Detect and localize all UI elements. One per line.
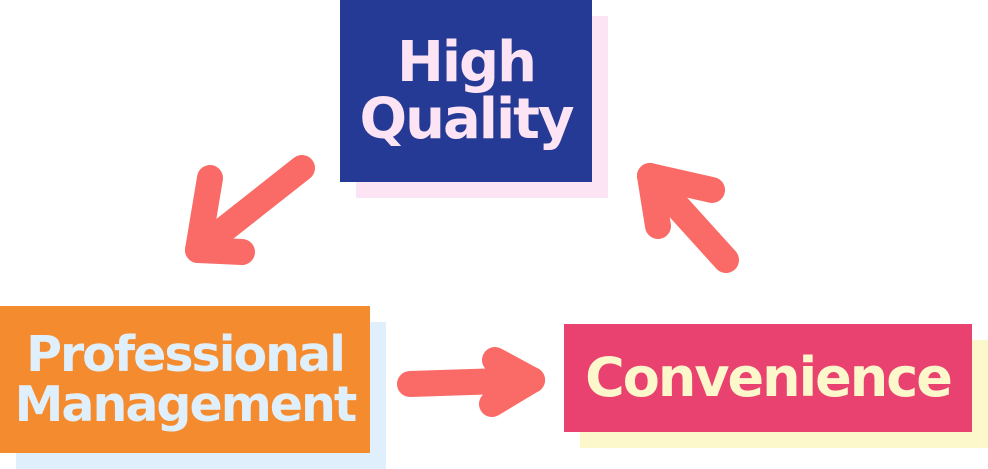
professional-management-line1: Professional — [26, 325, 346, 383]
professional-management-line2: Management — [14, 375, 358, 433]
high-quality-line1: High — [396, 29, 537, 95]
high-quality-line2: Quality — [359, 87, 575, 152]
professional-management-node: Professional Management — [0, 306, 370, 453]
professional-management-label: Professional Management — [14, 325, 358, 433]
arrow-to-professional-management — [185, 155, 315, 265]
arrow-to-convenience — [397, 347, 545, 417]
arrow-to-high-quality — [637, 163, 739, 273]
high-quality-label: High Quality — [359, 29, 575, 152]
high-quality-node: High Quality — [340, 0, 592, 182]
convenience-node: Convenience — [564, 324, 972, 432]
convenience-label: Convenience — [585, 346, 953, 410]
convenience-line1: Convenience — [585, 346, 953, 410]
